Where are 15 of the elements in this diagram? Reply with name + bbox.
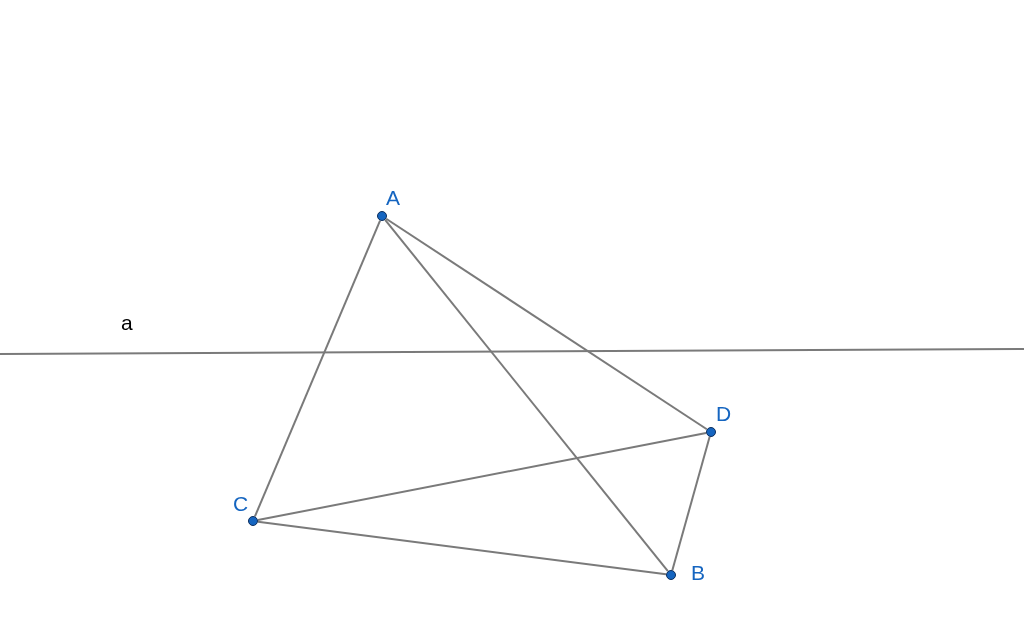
point (377, 211, 387, 221)
line-segment (256, 431, 708, 522)
line-segment (253, 219, 382, 518)
line-segment (384, 218, 669, 573)
point (706, 427, 716, 437)
line-label: a (121, 312, 133, 333)
line-segment (256, 520, 668, 576)
line-segment (671, 435, 711, 572)
point (248, 516, 258, 526)
point-label: A (386, 187, 400, 208)
line-segment (385, 217, 708, 431)
point-label: C (233, 493, 249, 514)
point-label: B (691, 562, 705, 583)
point-label: D (716, 403, 732, 424)
point (666, 570, 676, 580)
